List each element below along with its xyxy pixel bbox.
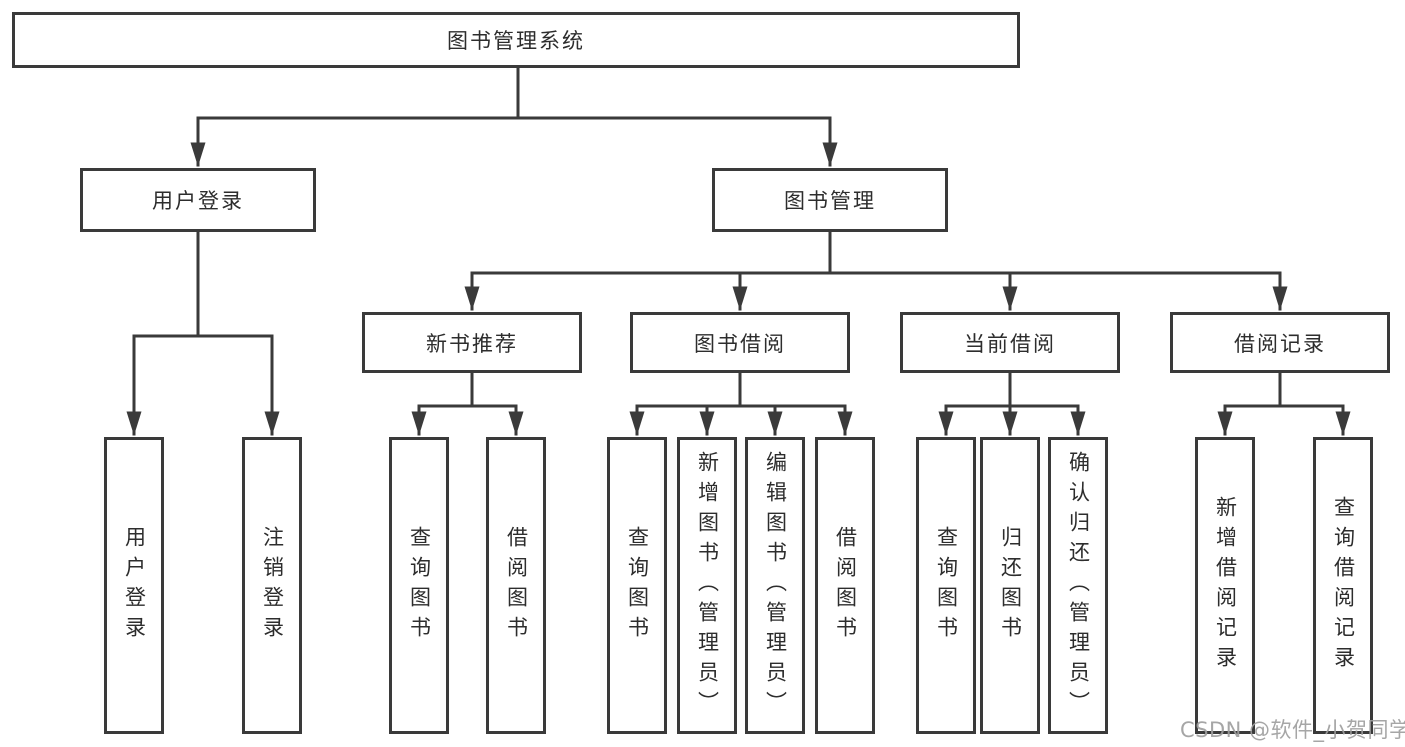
node-label: 图书借阅 bbox=[694, 331, 786, 356]
leaf-add-books-admin: 新增图书（管理员） bbox=[677, 437, 737, 734]
leaf-query-borrow-record: 查询借阅记录 bbox=[1313, 437, 1373, 734]
csdn-watermark: CSDN @软件_小贺同学 bbox=[1180, 718, 1405, 742]
leaf-query-books: 查询图书 bbox=[607, 437, 667, 734]
node-borrowing-records: 借阅记录 bbox=[1170, 312, 1390, 373]
node-label: 用户登录 bbox=[152, 189, 244, 213]
leaf-logout: 注销登录 bbox=[242, 437, 302, 734]
node-book-management: 图书管理 bbox=[712, 168, 948, 232]
node-user-login: 用户登录 bbox=[80, 168, 316, 232]
node-label: 借阅记录 bbox=[1234, 331, 1326, 356]
node-label: 图书管理系统 bbox=[447, 29, 585, 53]
node-library-management-system: 图书管理系统 bbox=[12, 12, 1020, 68]
leaf-borrow-books: 借阅图书 bbox=[486, 437, 546, 734]
leaf-query-books: 查询图书 bbox=[916, 437, 976, 734]
leaf-return-books: 归还图书 bbox=[980, 437, 1040, 734]
node-label: 新书推荐 bbox=[426, 331, 518, 356]
node-label: 当前借阅 bbox=[964, 331, 1056, 356]
leaf-borrow-books: 借阅图书 bbox=[815, 437, 875, 734]
node-new-book-recommendation: 新书推荐 bbox=[362, 312, 582, 373]
leaf-query-books: 查询图书 bbox=[389, 437, 449, 734]
leaf-edit-books-admin: 编辑图书（管理员） bbox=[745, 437, 805, 734]
leaf-add-borrow-record: 新增借阅记录 bbox=[1195, 437, 1255, 734]
leaf-user-login: 用户登录 bbox=[104, 437, 164, 734]
node-current-borrowing: 当前借阅 bbox=[900, 312, 1120, 373]
leaf-confirm-return-admin: 确认归还（管理员） bbox=[1048, 437, 1108, 734]
node-label: 图书管理 bbox=[784, 189, 876, 213]
node-book-borrowing: 图书借阅 bbox=[630, 312, 850, 373]
